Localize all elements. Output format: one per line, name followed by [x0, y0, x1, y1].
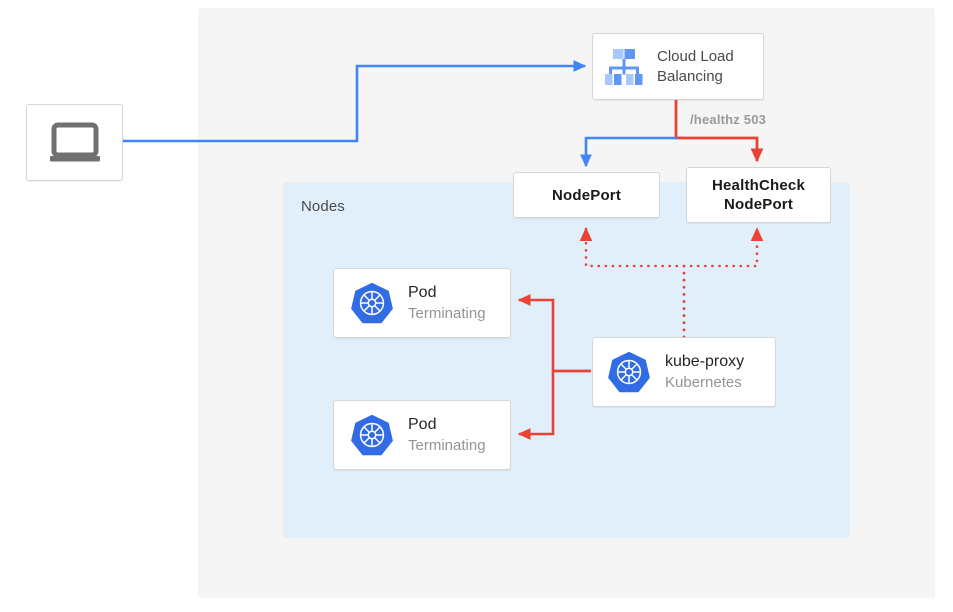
cloud-load-balancing-label: Cloud Load Balancing [657, 47, 734, 87]
kube-proxy-subtitle: Kubernetes [665, 374, 742, 391]
clb-line-1: Cloud Load [657, 47, 734, 65]
hc-nodeport-line-2: NodePort [723, 196, 794, 213]
nodes-panel-label: Nodes [301, 198, 345, 215]
pod-node-1-status: Terminating [408, 305, 486, 322]
pod-node-2[interactable]: Pod Terminating [333, 400, 511, 470]
pod-node-1[interactable]: Pod Terminating [333, 268, 511, 338]
cloud-load-balancing-icon [603, 47, 645, 87]
kube-proxy-node[interactable]: kube-proxy Kubernetes [592, 337, 776, 407]
pod-node-2-status: Terminating [408, 437, 486, 454]
kube-proxy-title: kube-proxy [665, 353, 745, 370]
clb-line-2: Balancing [657, 67, 723, 85]
pod-node-1-text: Pod Terminating [408, 282, 486, 324]
healthcheck-nodeport-node[interactable]: HealthCheck NodePort [686, 167, 831, 223]
client-node[interactable] [26, 104, 123, 181]
laptop-icon [47, 122, 103, 164]
pod-node-2-text: Pod Terminating [408, 414, 486, 456]
cloud-load-balancing-node[interactable]: Cloud Load Balancing [592, 33, 764, 100]
kubernetes-icon [607, 350, 651, 394]
kube-proxy-text: kube-proxy Kubernetes [665, 351, 744, 393]
nodeport-label: NodePort [551, 186, 622, 204]
hc-nodeport-line-1: HealthCheck [711, 177, 806, 194]
pod-node-1-title: Pod [408, 284, 437, 301]
healthz-edge-label: /healthz 503 [690, 112, 767, 127]
kubernetes-icon [350, 413, 394, 457]
healthcheck-nodeport-label: HealthCheck NodePort [712, 176, 805, 214]
kubernetes-icon [350, 281, 394, 325]
pod-node-2-title: Pod [408, 416, 437, 433]
nodeport-node[interactable]: NodePort [513, 172, 660, 218]
